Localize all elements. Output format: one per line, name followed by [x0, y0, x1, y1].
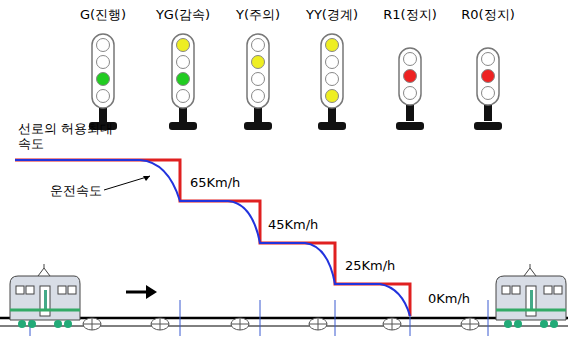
signal-label: YG(감속) — [156, 8, 210, 23]
signal-lamp — [177, 90, 190, 103]
signal-label: YY(경계) — [306, 8, 358, 23]
signal-label: R1(정지) — [383, 8, 436, 23]
signal-lamp — [326, 73, 339, 86]
signal-head — [169, 34, 197, 130]
signal-lamp — [97, 39, 110, 52]
speed-value: 65Km/h — [190, 176, 240, 191]
signal-lamp — [97, 90, 110, 103]
signal-body — [92, 34, 114, 108]
speed-value: 45Km/h — [268, 218, 318, 233]
signal-base — [169, 122, 197, 130]
speed-value: 0Km/h — [428, 292, 470, 307]
signal-lamp — [252, 73, 265, 86]
signal-lamp — [177, 56, 190, 69]
signal-post — [484, 105, 492, 121]
signal-lamp — [482, 53, 495, 66]
operating-speed-label: 운전속도 — [50, 184, 102, 199]
signal-body — [247, 34, 269, 108]
signal-lamp — [177, 73, 190, 86]
signal-post — [254, 108, 262, 124]
signal-post — [179, 108, 187, 124]
signal-lamp — [177, 39, 190, 52]
signal-lamp — [404, 87, 417, 100]
signal-label: Y(주의) — [236, 8, 280, 23]
signal-lamp — [252, 90, 265, 103]
signal-base — [244, 122, 272, 130]
signal-lamp — [326, 56, 339, 69]
signal-label: G(진행) — [80, 8, 126, 23]
signal-head — [89, 34, 117, 130]
signal-body — [172, 34, 194, 108]
signal-lamp — [404, 70, 417, 83]
signal-lamp — [326, 39, 339, 52]
signal-body — [477, 48, 499, 105]
signal-lamp — [97, 73, 110, 86]
signal-head — [318, 34, 346, 130]
signal-base — [318, 122, 346, 130]
signal-base — [396, 122, 424, 130]
signal-post — [406, 105, 414, 121]
signal-post — [328, 108, 336, 124]
signal-lamp — [252, 39, 265, 52]
signal-lamp — [482, 70, 495, 83]
speed-value: 25Km/h — [345, 259, 395, 274]
signal-lamp — [326, 90, 339, 103]
signal-base — [474, 122, 502, 130]
signal-body — [321, 34, 343, 108]
line-speed-label: 선로의 허용최대속도 — [18, 122, 114, 152]
signal-head — [244, 34, 272, 130]
signal-label: R0(정지) — [461, 8, 514, 23]
signal-body — [399, 48, 421, 105]
signal-lamp — [97, 56, 110, 69]
signal-lamp — [404, 53, 417, 66]
signal-lamp — [482, 87, 495, 100]
signal-lamp — [252, 56, 265, 69]
signal-head — [396, 48, 424, 130]
signal-head — [474, 48, 502, 130]
